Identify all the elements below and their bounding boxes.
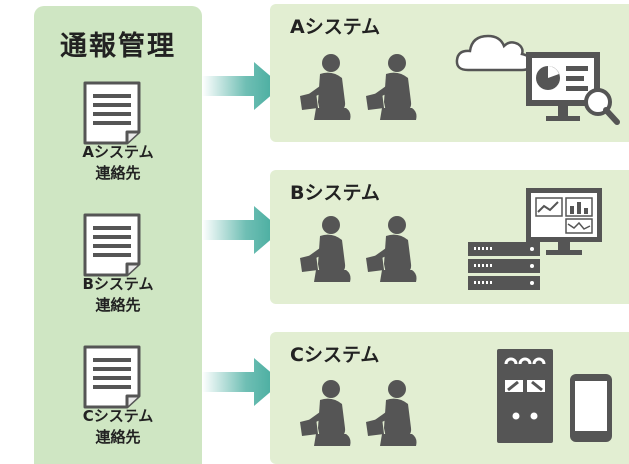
panel-title: 通報管理 <box>60 31 176 62</box>
contact-label-line1: Cシステム <box>82 407 154 425</box>
system-title: Cシステム <box>290 344 380 366</box>
system-title: Aシステム <box>290 16 381 38</box>
contact-label-line2: 連絡先 <box>95 428 141 446</box>
contact-label-line1: Aシステム <box>82 143 154 161</box>
document-icon <box>82 80 142 146</box>
contact-label-c: Cシステム 連絡先 <box>34 406 202 448</box>
contact-label-line2: 連絡先 <box>95 164 141 182</box>
smartphone-icon <box>570 374 612 442</box>
magnifier-icon <box>584 88 620 125</box>
server-rack-icon <box>468 242 540 290</box>
workers-icon <box>300 54 417 120</box>
monitor-analytics-icon <box>526 52 620 125</box>
document-icon <box>82 344 142 410</box>
contact-label-a: Aシステム 連絡先 <box>34 142 202 184</box>
cloud-icon <box>455 34 533 72</box>
contact-label-b: Bシステム 連絡先 <box>34 274 202 316</box>
system-b-panel: Bシステム <box>270 170 629 304</box>
notification-management-panel: 通報管理 Aシステム 連絡先 Bシステム 連絡先 Cシステム 連絡先 <box>34 6 202 464</box>
monitor-charts-icon <box>526 188 602 255</box>
arrow-icon <box>202 62 282 110</box>
document-icon <box>82 212 142 278</box>
arrow-icon <box>202 206 282 254</box>
control-panel-icon <box>497 349 553 443</box>
workers-icon <box>300 380 417 446</box>
system-a-panel: Aシステム <box>270 4 629 142</box>
arrow-icon <box>202 358 282 406</box>
system-c-panel: Cシステム <box>270 332 629 464</box>
system-title: Bシステム <box>290 182 380 204</box>
workers-icon <box>300 216 417 282</box>
contact-label-line1: Bシステム <box>82 275 154 293</box>
contact-label-line2: 連絡先 <box>95 296 141 314</box>
